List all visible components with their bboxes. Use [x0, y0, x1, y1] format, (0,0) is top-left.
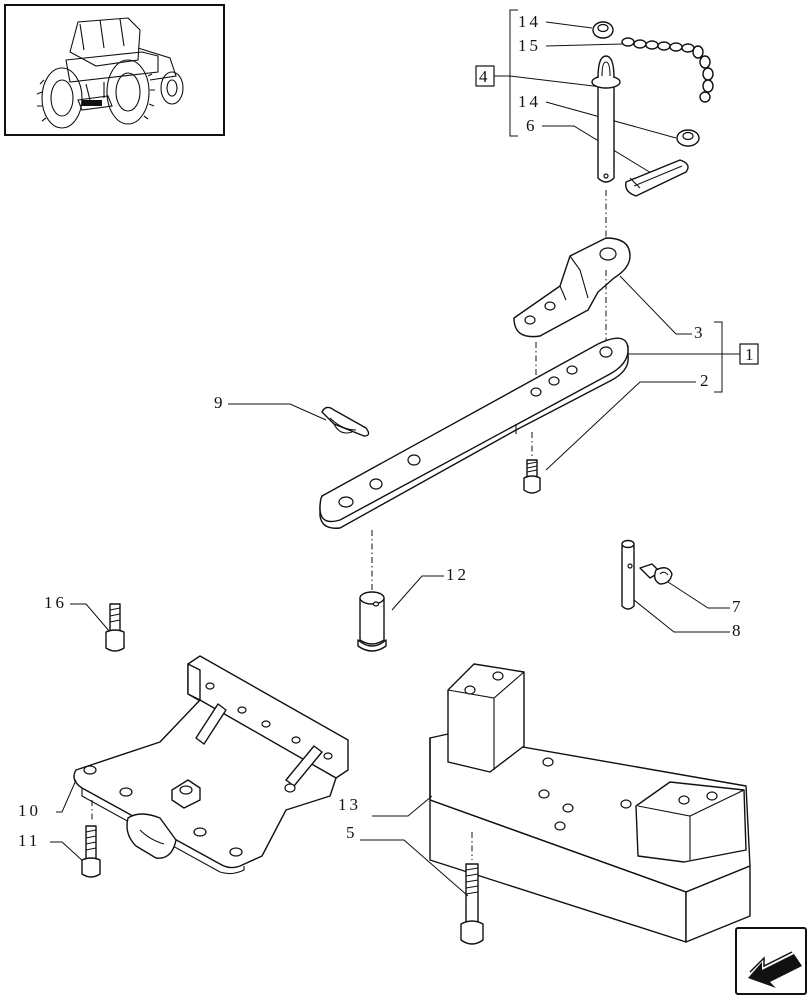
callout-label-6: 6 [526, 116, 538, 135]
callout-label-12: 12 [446, 565, 469, 584]
callout-label-14-lower: 14 [518, 92, 541, 111]
bolt-16 [105, 603, 125, 652]
link-plate-3 [513, 237, 631, 338]
lower-link-bar [319, 337, 629, 529]
callout-label-15: 15 [518, 36, 541, 55]
callout-label-7: 7 [732, 597, 744, 616]
callout-label-16: 16 [44, 593, 67, 612]
back-arrow-icon [748, 951, 802, 988]
callout-label-9: 9 [214, 393, 226, 412]
washer-14-top [592, 21, 614, 39]
pin-4 [591, 55, 621, 183]
callout-label-11: 11 [18, 831, 40, 850]
callout-label-5: 5 [346, 823, 358, 842]
callout-box-4: 4 [475, 65, 495, 87]
callout-label-13: 13 [338, 795, 361, 814]
bolt-11 [81, 825, 101, 878]
callout-label-14-top: 14 [518, 12, 541, 31]
ballast-block-13 [429, 663, 751, 943]
callout-label-1: 1 [745, 345, 757, 364]
callout-box-1: 1 [739, 343, 759, 365]
back-navigation-button[interactable] [735, 927, 807, 995]
chain-15 [621, 37, 714, 103]
tractor-thumbnail-icon [36, 17, 184, 129]
linch-pin-6 [625, 159, 689, 197]
r-clip-9 [321, 406, 370, 437]
washer-14-lower [676, 129, 700, 147]
bolt-2 [523, 459, 541, 494]
pin-12 [357, 591, 387, 652]
callout-label-3: 3 [694, 323, 706, 342]
callout-label-8: 8 [732, 621, 744, 640]
callout-label-4: 4 [479, 67, 491, 86]
callout-label-2: 2 [700, 371, 712, 390]
hitch-bracket-10 [73, 655, 349, 875]
callout-label-10: 10 [18, 801, 41, 820]
clip-7 [639, 563, 673, 585]
pin-8 [621, 539, 635, 610]
bolt-5 [460, 863, 484, 945]
tractor-thumbnail[interactable] [4, 4, 225, 136]
